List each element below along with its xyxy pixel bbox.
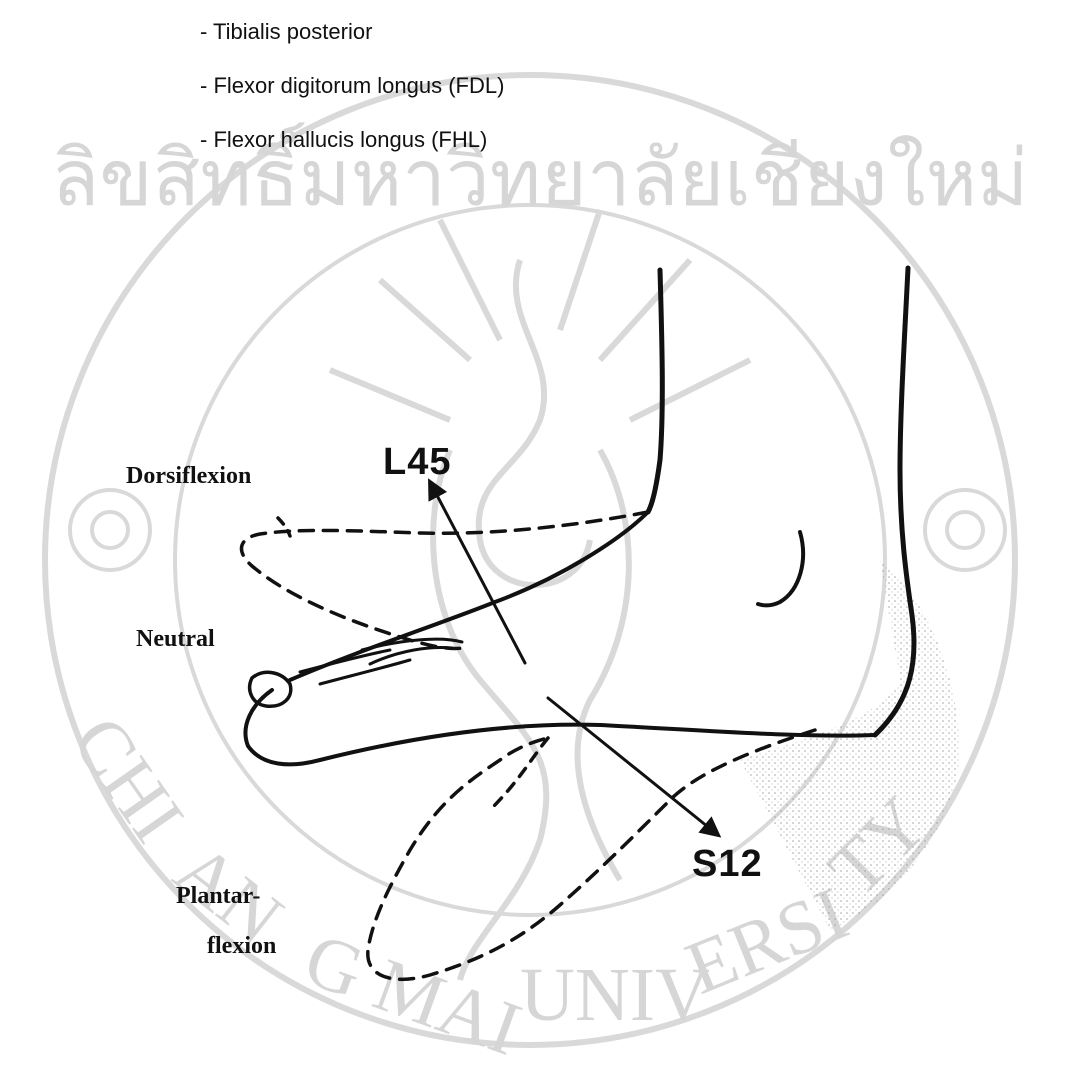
- plantarflexion-label-line1: Plantar-: [176, 883, 260, 909]
- l45-label: L45: [383, 441, 451, 484]
- ankle-malleolus: [758, 532, 803, 605]
- l45-arrow: [430, 482, 525, 663]
- dorsiflexion-label: Dorsiflexion: [126, 463, 251, 489]
- toes: [300, 639, 462, 684]
- neutral-label: Neutral: [136, 626, 215, 652]
- neutral-foot-dorsum: [290, 512, 648, 680]
- s12-label: S12: [692, 843, 763, 886]
- leg-anterior-outline: [648, 270, 662, 512]
- s12-arrow: [548, 698, 718, 835]
- plantarflexion-label-line2: flexion: [207, 933, 276, 959]
- heel-shading: [740, 560, 960, 930]
- dorsiflexion-outline: [242, 512, 648, 649]
